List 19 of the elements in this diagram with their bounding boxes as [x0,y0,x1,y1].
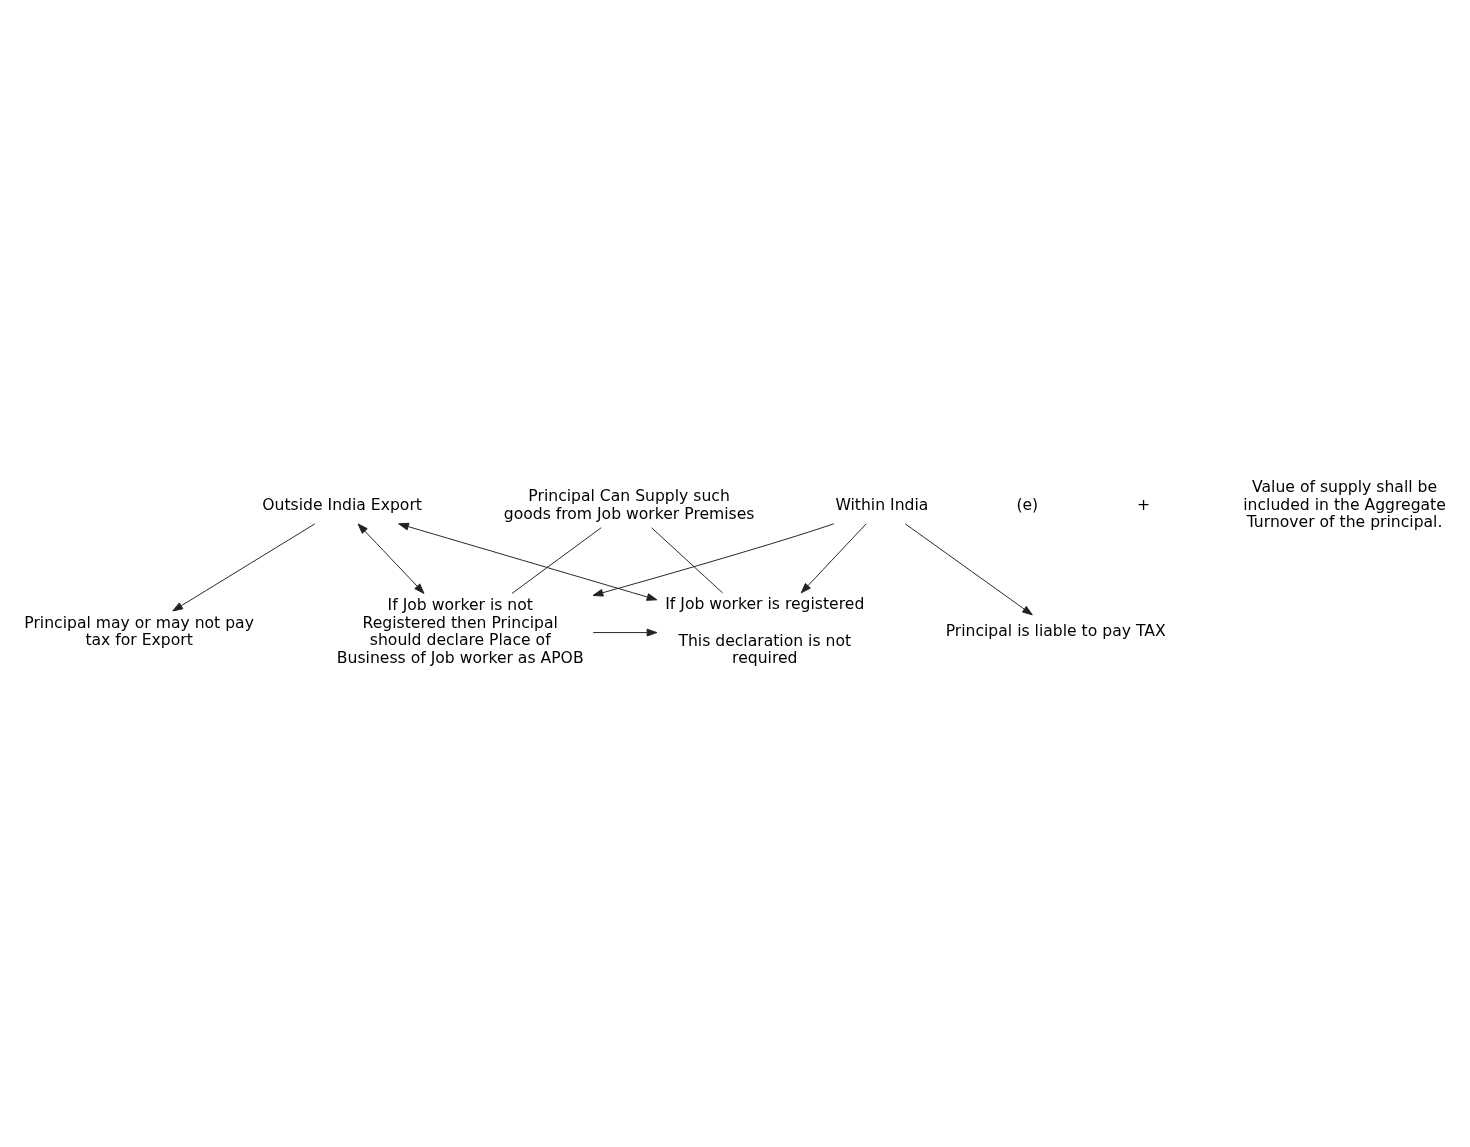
node-text: Principal Can Supply such goods from Job worker Premises [503,486,755,523]
arrow [172,522,316,611]
node-text: If Job worker is registered This declaration is not required [665,594,865,667]
node-text: Within India [835,495,929,514]
node-text: If Job worker is not Registered then Principal should declare Place of Business of Job worker as APOB [336,595,584,667]
label: Value of supply shall be included in the Aggregate Turnover of the principal. [1243,477,1446,531]
arrow [592,522,835,597]
arrow [357,522,425,594]
arrow [398,522,658,601]
node-text: Principal is liable to pay TAX [945,621,1166,640]
label: (e) [1016,495,1039,514]
arrow [592,628,658,636]
label: + [1136,495,1151,514]
connector [651,526,724,593]
arrow [904,522,1033,615]
node-text: Principal may or may not pay tax for Export [24,612,254,649]
node-text: Outside India Export [262,495,422,514]
arrow [800,522,867,593]
connector [511,526,602,594]
